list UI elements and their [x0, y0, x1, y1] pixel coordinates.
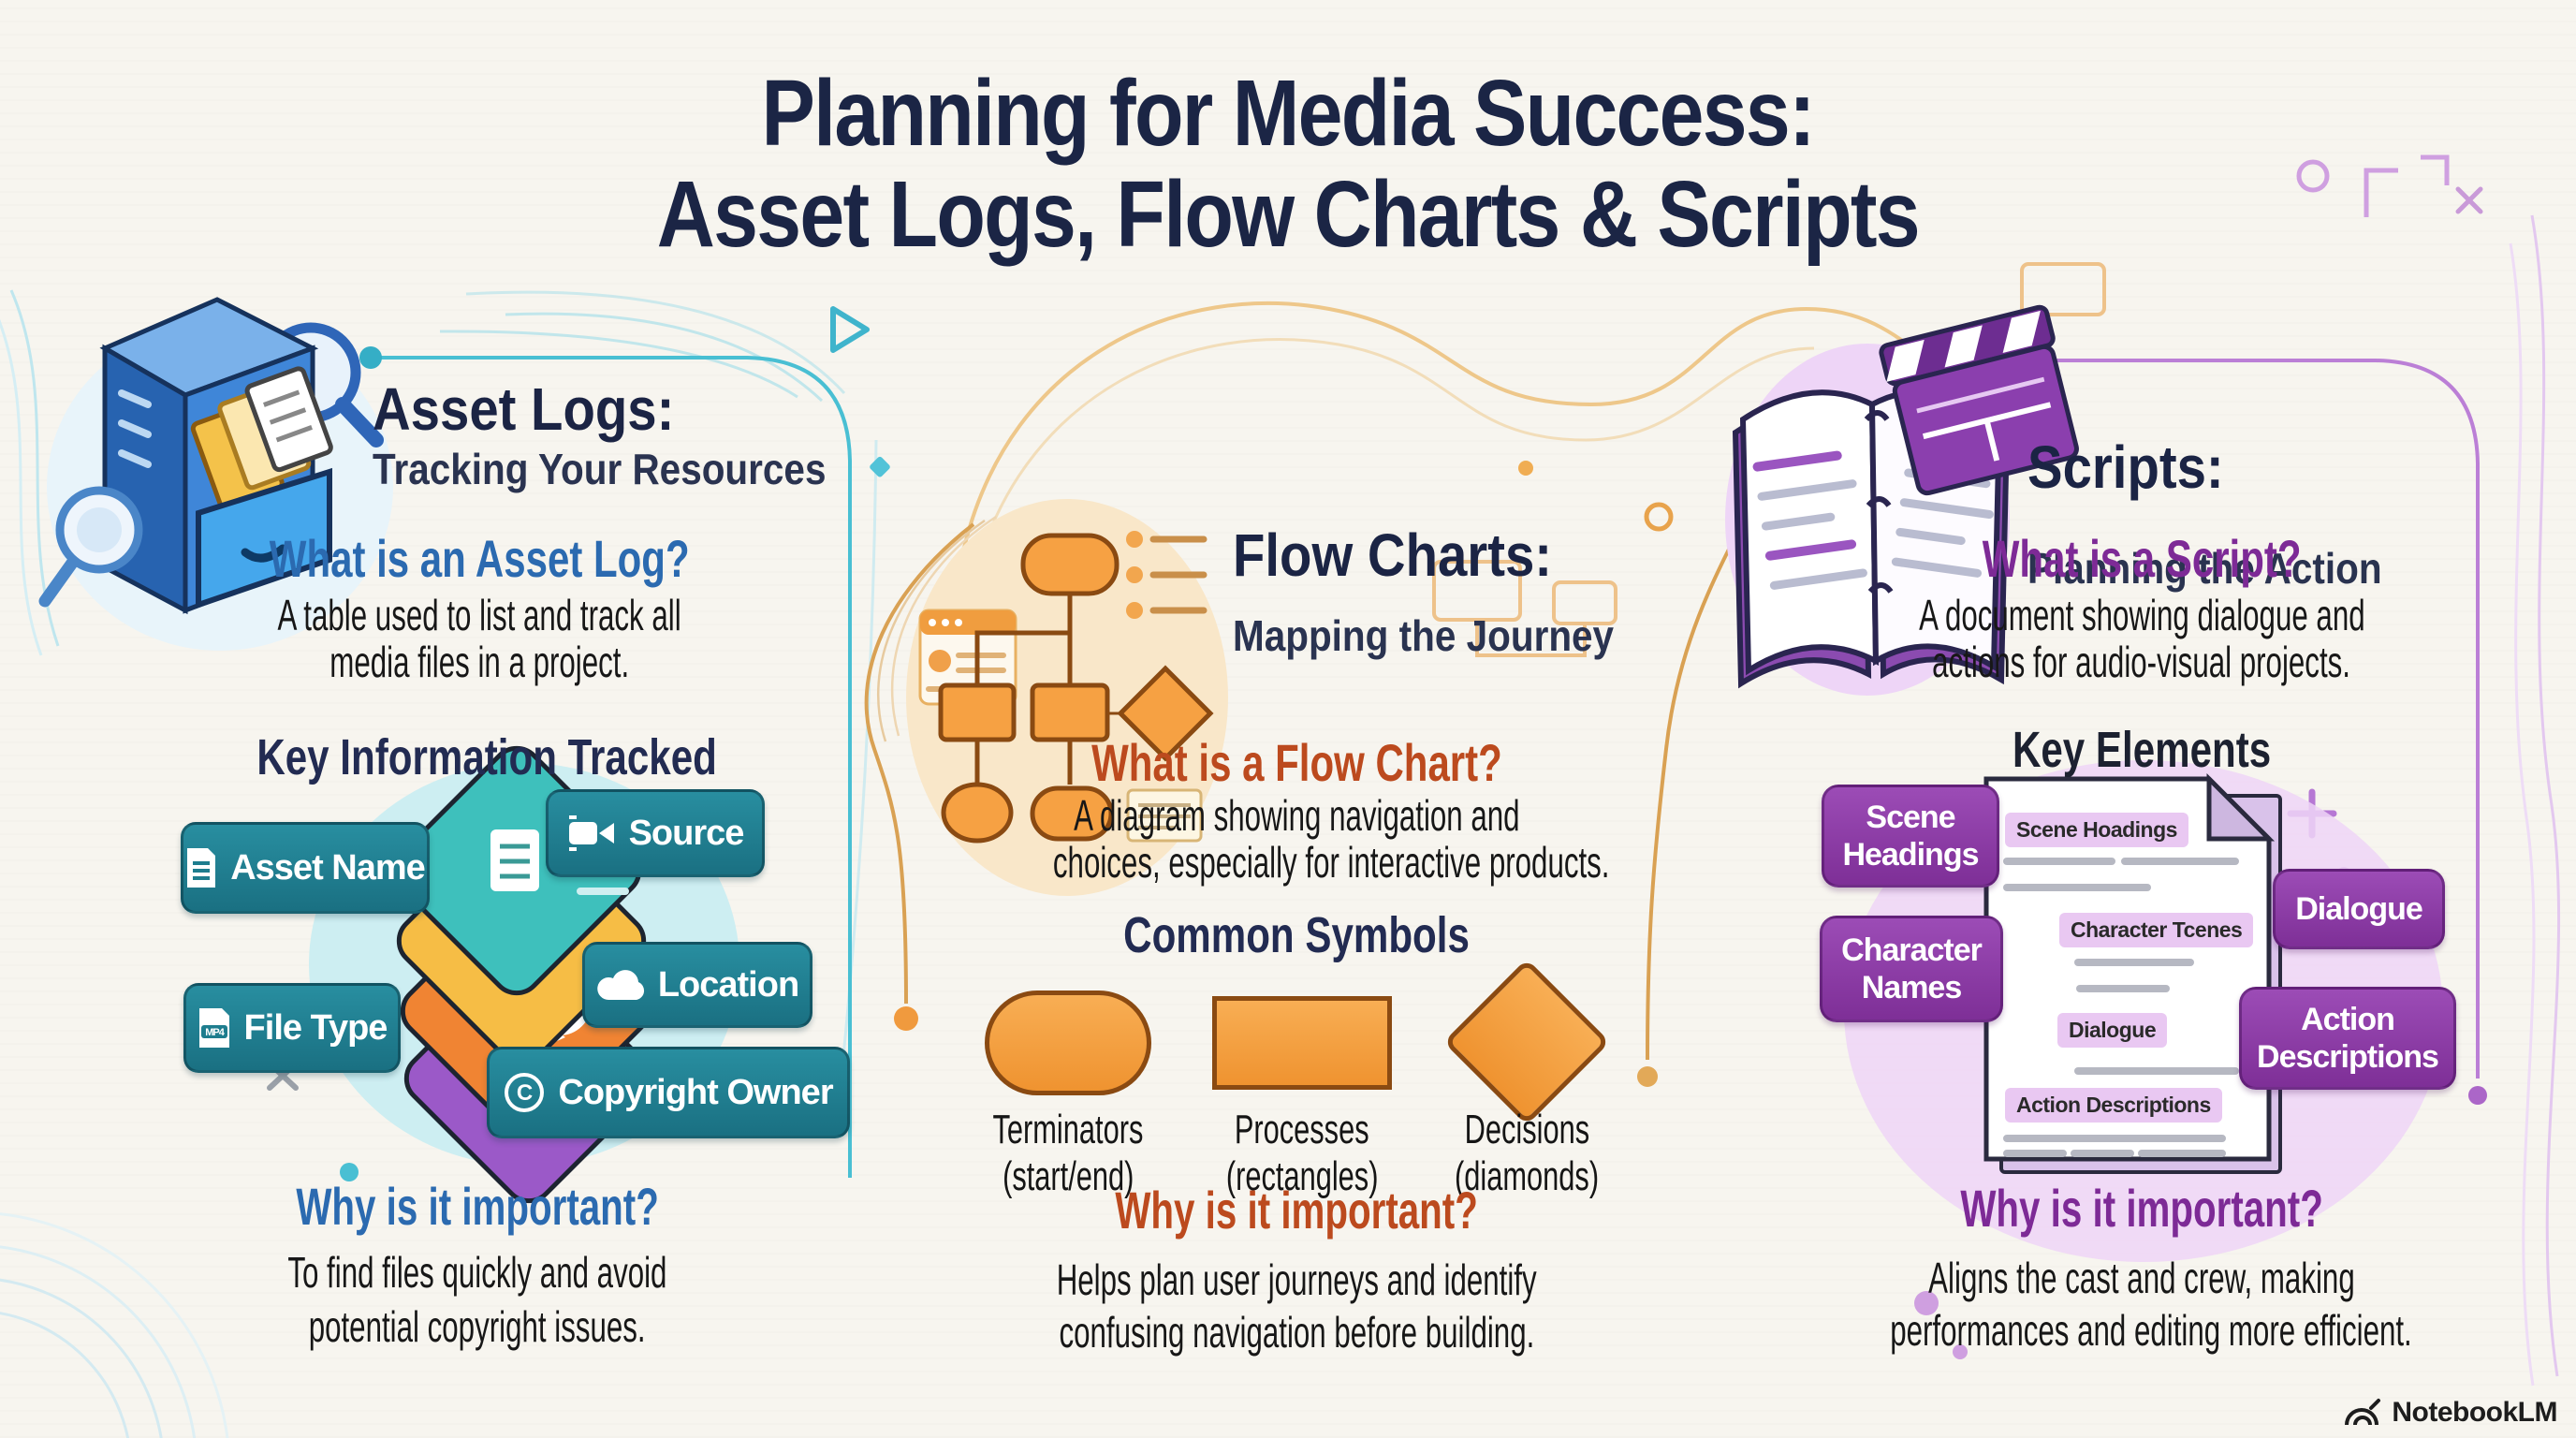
asset-log-question: What is an Asset Log? — [269, 529, 690, 588]
scripts-why-heading: Why is it important? — [1960, 1179, 2323, 1238]
key-elements-title: Key Elements — [2012, 722, 2272, 778]
flow-charts-why-heading: Why is it important? — [1115, 1181, 1478, 1240]
badge-dialogue: Dialogue — [2273, 869, 2445, 949]
video-camera-icon — [568, 815, 614, 851]
flow-charts-why-line1: Helps plan user journeys and identify — [1056, 1255, 1537, 1304]
scripts-why-line2: performances and editing more efficient. — [1890, 1306, 2412, 1355]
scripts-subheading: Planning the Action — [2027, 544, 2382, 593]
mp4-file-icon: MP4 — [198, 1008, 229, 1048]
asset-logs-subheading: Tracking Your Resources — [373, 445, 827, 493]
watermark: NotebookLM — [2343, 1397, 2557, 1429]
doc-label-scene-headings: Scene Hoadings — [2005, 813, 2188, 847]
doc-label-action-descriptions: Action Descriptions — [2005, 1088, 2222, 1123]
doc-label-dialogue: Dialogue — [2057, 1013, 2168, 1048]
script-book-clapperboard-icon — [1725, 304, 2079, 696]
symbol-terminator — [985, 990, 1151, 1095]
left-frame-lines — [0, 289, 878, 1178]
column-asset-logs: Asset Logs: Tracking Your Resources What… — [0, 0, 850, 1351]
cloud-icon — [597, 970, 644, 1001]
symbol-process — [1212, 996, 1392, 1090]
asset-log-description-line1: A table used to list and track all — [277, 591, 681, 639]
asset-logs-heading: Asset Logs: — [373, 375, 675, 443]
asset-logs-why-line2: potential copyright issues. — [309, 1302, 646, 1351]
badge-location: Location — [582, 942, 812, 1028]
column-flow-charts: Flow Charts: Mapping the Journey What is… — [0, 0, 1614, 1357]
flow-chart-question: What is a Flow Chart? — [1090, 733, 1502, 792]
badge-file-type: MP4 File Type — [183, 983, 401, 1073]
scripts-why-line1: Aligns the cast and crew, making — [1928, 1254, 2355, 1302]
middle-frame-lines — [864, 262, 2106, 1087]
script-question-visible: What is a Script? — [1982, 529, 2302, 588]
notebooklm-logo — [2345, 1399, 2381, 1426]
decisions-label: Decisions (diamonds) — [1454, 1107, 1600, 1199]
bullet-list-icon — [1126, 531, 1208, 619]
play-triangle-icon — [830, 306, 890, 477]
small-marks-left — [267, 1061, 359, 1181]
badge-asset-name: Asset Name — [181, 822, 430, 914]
copyright-icon: C — [505, 1073, 545, 1112]
common-symbols-title: Common Symbols — [1123, 907, 1470, 963]
flow-charts-why-line2: confusing navigation before building. — [1059, 1308, 1534, 1357]
terminators-label: Terminators (start/end) — [992, 1107, 1144, 1199]
page-title-line1: Planning for Media Success: — [761, 61, 1816, 166]
column-scripts: Scripts: Planning the Action What is a S… — [0, 0, 2456, 1355]
document-icon — [187, 848, 216, 888]
script-description-line1: A document showing dialogue and — [1918, 591, 2365, 639]
key-information-tracked-title: Key Information Tracked — [256, 729, 717, 785]
flow-charts-heading: Flow Charts: — [1233, 521, 1553, 589]
doc-label-character-names: Character Tcenes — [2059, 913, 2254, 947]
flow-charts-subheading: Mapping the Journey — [1233, 611, 1615, 660]
asset-logs-why-line1: To find files quickly and avoid — [287, 1248, 667, 1297]
filing-cabinet-icon — [38, 297, 393, 651]
flowchart-icon — [906, 499, 1228, 896]
processes-label: Processes (rectangles) — [1225, 1107, 1379, 1199]
badge-source: Source — [546, 789, 765, 877]
watermark-label: NotebookLM — [2392, 1397, 2557, 1428]
badge-copyright-owner: C Copyright Owner — [487, 1047, 850, 1138]
svg-text:MP4: MP4 — [205, 1027, 226, 1038]
svg-text:C: C — [517, 1080, 533, 1106]
flow-chart-description-line2: choices, especially for interactive prod… — [1052, 838, 1610, 887]
page-title-line2: Asset Logs, Flow Charts & Scripts — [656, 162, 1921, 267]
asset-logs-why-heading: Why is it important? — [296, 1177, 659, 1236]
script-description-line2: actions for audio-visual projects. — [1932, 638, 2351, 686]
asset-log-description-line2: media files in a project. — [329, 638, 629, 686]
scripts-heading: Scripts: — [2027, 433, 2224, 501]
flow-chart-description-line1: A diagram showing navigation and — [1073, 791, 1520, 840]
